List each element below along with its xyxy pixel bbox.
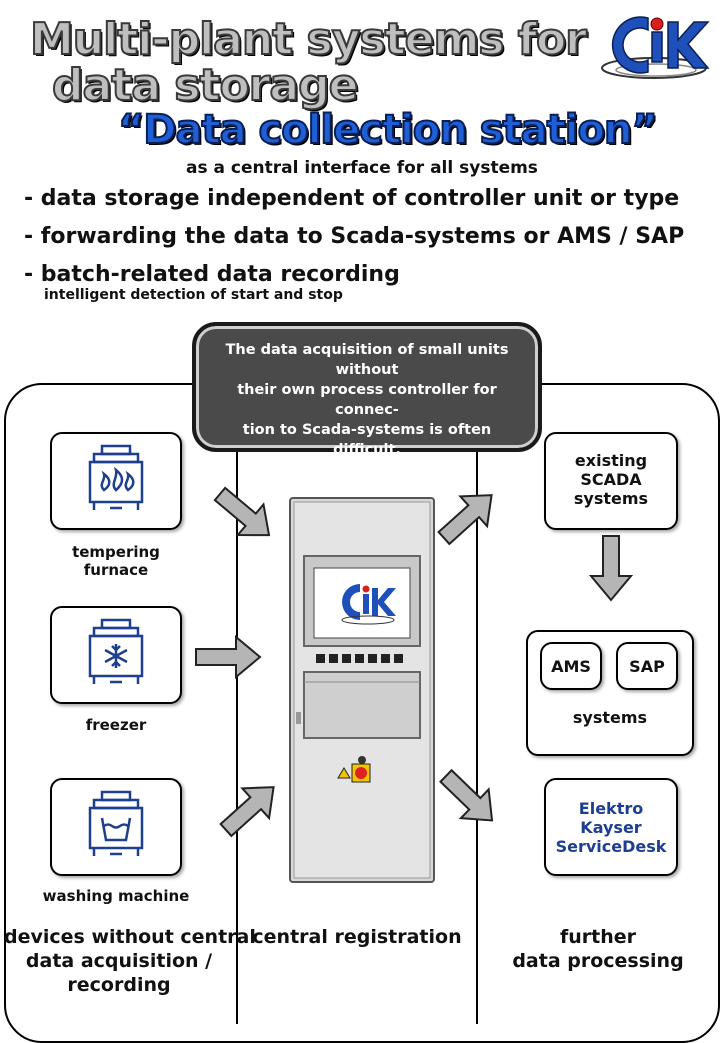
scada-line: systems xyxy=(573,489,649,508)
column-label-line: devices without central xyxy=(4,926,256,948)
device-label-line: tempering xyxy=(72,543,160,561)
servicedesk-line: Elektro xyxy=(578,799,644,818)
title-line-2: data storage xyxy=(51,60,359,111)
furnace-icon xyxy=(88,444,144,510)
sap-box: SAP xyxy=(616,642,678,690)
device-label-line: washing machine xyxy=(42,887,190,905)
servicedesk-line: Kayser xyxy=(580,818,642,837)
column-divider-right xyxy=(476,452,478,1024)
device-label-washing-machine: washing machine xyxy=(40,887,192,905)
title-line-3: “Data collection station” xyxy=(117,107,659,153)
washing-machine-icon xyxy=(88,790,144,856)
column-label-center: central registration xyxy=(252,926,462,948)
scada-line: SCADA xyxy=(580,470,642,489)
device-label-freezer: freezer xyxy=(66,716,166,734)
freezer-icon xyxy=(88,618,144,684)
device-box-freezer xyxy=(50,606,182,704)
column-label-line: recording xyxy=(67,974,171,996)
column-divider-left xyxy=(236,452,238,1024)
device-label-line: freezer xyxy=(85,716,147,734)
ams-box: AMS xyxy=(540,642,602,690)
bullet-batch-sub: intelligent detection of start and stop xyxy=(44,287,343,303)
arrow-freezer-to-cabinet xyxy=(195,636,261,678)
callout-line: tion to Scada-systems is often difficult… xyxy=(242,422,492,458)
callout-box: The data acquisition of small units with… xyxy=(192,322,542,478)
arrow-furnace-to-cabinet xyxy=(206,477,283,552)
column-label-line: further xyxy=(559,926,637,948)
device-label-furnace: tempering furnace xyxy=(66,543,166,579)
bullet-storage: - data storage independent of controller… xyxy=(24,186,680,211)
bullet-batch: - batch-related data recording xyxy=(24,262,400,287)
subtitle: as a central interface for all systems xyxy=(186,158,538,178)
callout-line: The data acquisition of small units with… xyxy=(225,342,509,378)
scada-line: existing xyxy=(574,451,648,470)
arrow-cabinet-to-servicedesk xyxy=(431,760,507,836)
arrow-washer-to-cabinet xyxy=(211,771,288,846)
bullet-forwarding: - forwarding the data to Scada-systems o… xyxy=(24,224,685,249)
scada-box: existing SCADA systems xyxy=(544,432,678,530)
systems-label: systems xyxy=(572,708,648,727)
control-cabinet xyxy=(288,496,436,884)
device-box-washing-machine xyxy=(50,778,182,876)
device-box-furnace xyxy=(50,432,182,530)
column-label-line: data acquisition / xyxy=(25,950,213,972)
column-label-right: further data processing xyxy=(478,925,718,973)
arrow-scada-to-systems xyxy=(590,535,632,601)
column-label-left: devices without central data acquisition… xyxy=(4,925,256,997)
servicedesk-box: Elektro Kayser ServiceDesk xyxy=(544,778,678,876)
device-label-line: furnace xyxy=(83,561,149,579)
arrow-cabinet-to-scada xyxy=(429,479,506,554)
callout-line: their own process controller for connec- xyxy=(237,382,497,418)
column-label-line: data processing xyxy=(512,950,684,972)
title-line-1: Multi-plant systems for xyxy=(29,14,588,65)
callout-line: complex and expensive xyxy=(271,462,463,478)
servicedesk-line: ServiceDesk xyxy=(555,837,667,856)
company-logo xyxy=(596,12,712,84)
